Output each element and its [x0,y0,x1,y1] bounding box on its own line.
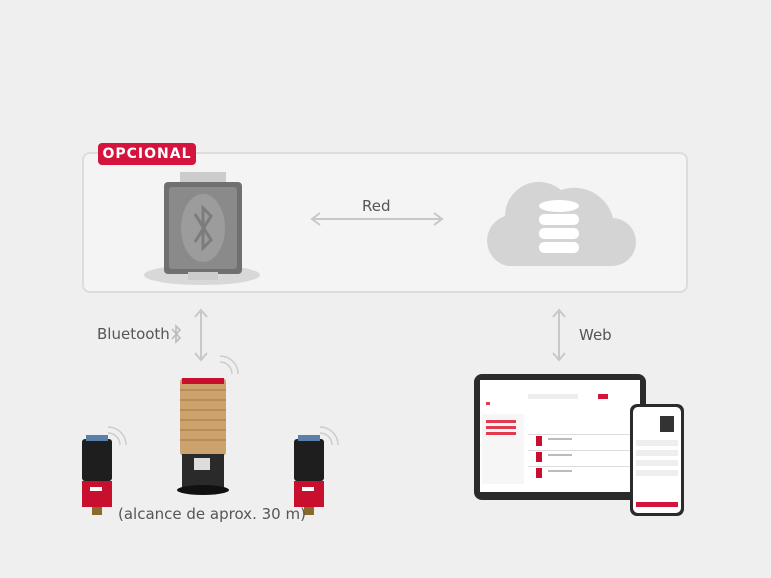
network-label: Red [362,197,391,215]
gateway-bluetooth-icon [144,172,260,285]
bluetooth-label: Bluetooth [97,325,170,343]
wifi-signal-icon [319,426,339,446]
cloud-database-icon [487,181,637,267]
optional-badge: OPCIONAL [98,143,196,165]
network-double-arrow-icon [310,212,444,226]
web-double-arrow-icon [552,308,566,362]
web-label: Web [579,326,612,344]
lubricator-large-center [177,355,239,495]
bluetooth-double-arrow-icon [194,308,208,362]
tablet-web-app [474,374,646,500]
bluetooth-icon [171,324,182,344]
wifi-signal-icon [219,355,239,375]
range-label: (alcance de aprox. 30 m) [118,505,306,523]
lubricator-small-left [82,426,127,515]
phone-mobile-app [630,404,684,516]
lubricator-small-right [294,426,339,515]
wifi-signal-icon [107,426,127,446]
